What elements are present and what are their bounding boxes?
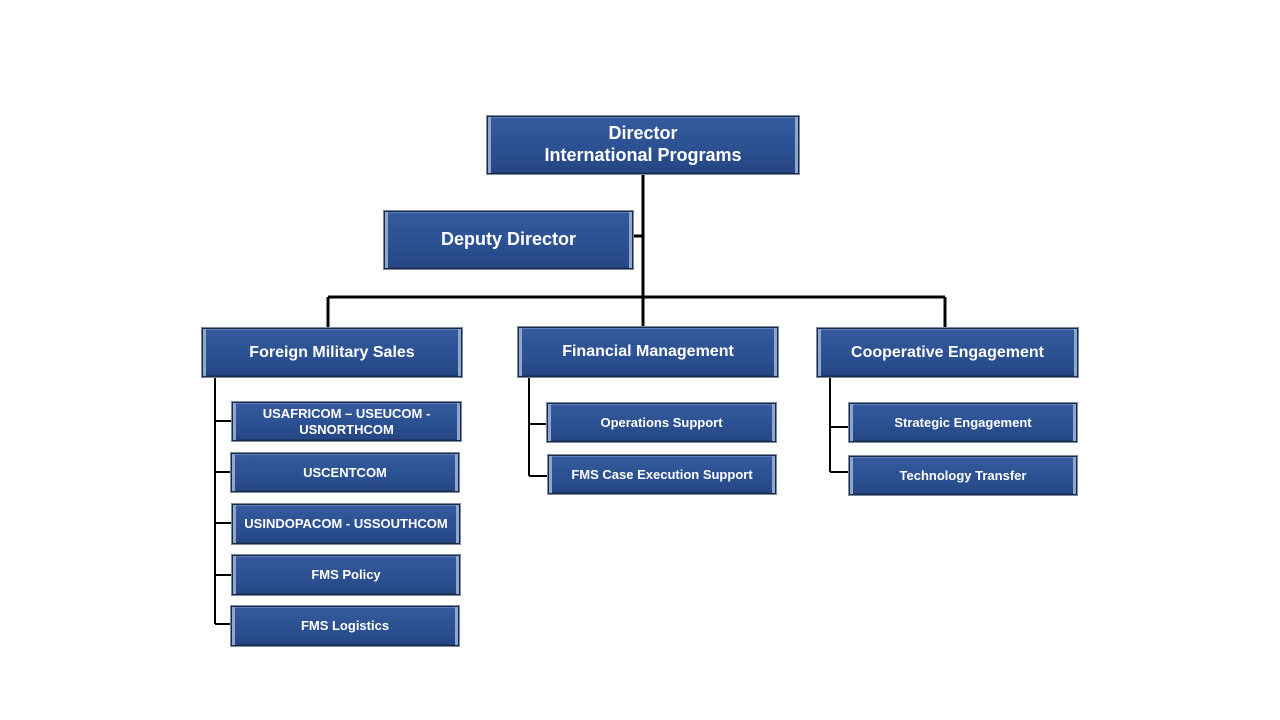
unit-label: FMS Logistics	[300, 618, 390, 634]
division-label: Cooperative Engagement	[851, 343, 1044, 361]
division-financial-management: Financial Management	[517, 326, 779, 378]
division-label: Financial Management	[562, 343, 734, 361]
unit-fms-logistics: FMS Logistics	[230, 605, 460, 647]
unit-label: FMS Policy	[311, 567, 381, 583]
unit-uscentcom: USCENTCOM	[230, 452, 460, 493]
unit-operations-support: Operations Support	[546, 402, 777, 443]
unit-usindopacom-ussouthcom: USINDOPACOM - USSOUTHCOM	[231, 503, 461, 545]
director-box: Director International Programs	[486, 115, 800, 175]
unit-technology-transfer: Technology Transfer	[848, 455, 1078, 496]
unit-label: Operations Support	[600, 414, 723, 430]
unit-strategic-engagement: Strategic Engagement	[848, 402, 1078, 443]
division-foreign-military-sales: Foreign Military Sales	[201, 327, 463, 378]
deputy-director-box: Deputy Director	[383, 210, 634, 270]
unit-label: USAFRICOM – USEUCOM - USNORTHCOM	[262, 405, 431, 437]
unit-label: FMS Case Execution Support	[571, 466, 753, 482]
unit-fms-policy: FMS Policy	[231, 554, 461, 596]
deputy-director-label: Deputy Director	[440, 229, 577, 250]
director-label: Director International Programs	[544, 123, 742, 165]
unit-label: Technology Transfer	[899, 467, 1027, 483]
unit-label: Strategic Engagement	[894, 414, 1032, 430]
division-label: Foreign Military Sales	[249, 343, 415, 361]
division-cooperative-engagement: Cooperative Engagement	[816, 327, 1079, 378]
unit-fms-case-execution-support: FMS Case Execution Support	[547, 454, 777, 495]
unit-usafricom-useucom-usnorthcom: USAFRICOM – USEUCOM - USNORTHCOM	[231, 401, 462, 442]
unit-label: USCENTCOM	[303, 464, 387, 480]
unit-label: USINDOPACOM - USSOUTHCOM	[244, 516, 448, 532]
